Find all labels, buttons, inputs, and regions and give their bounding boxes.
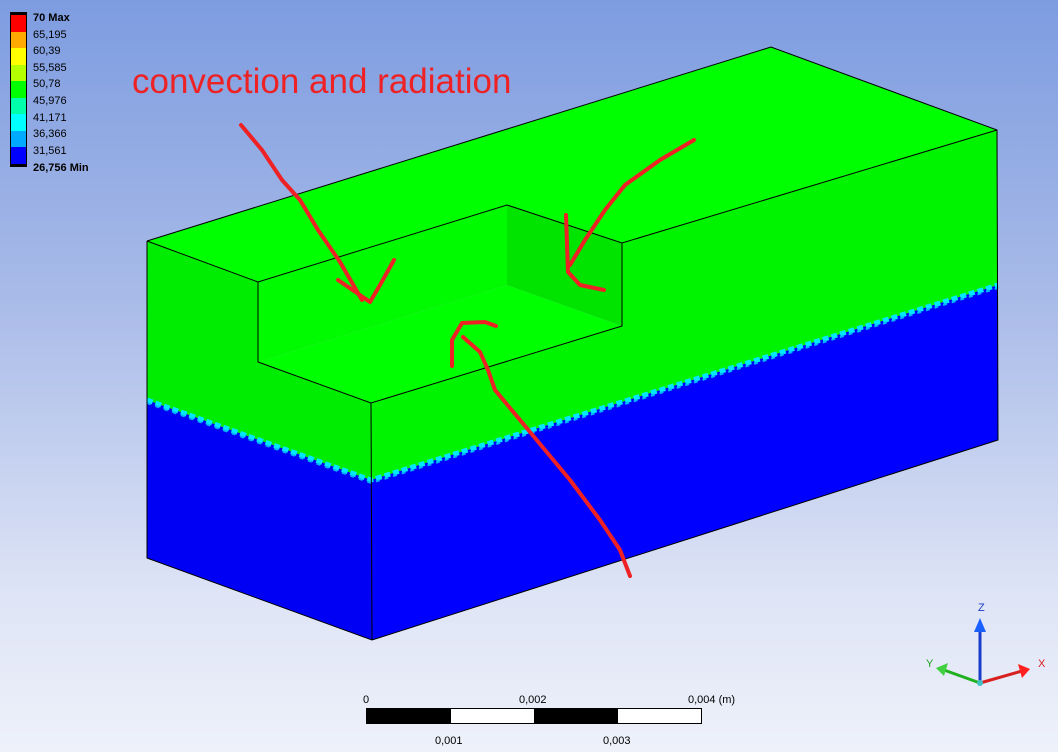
scale-label: 0,002	[519, 694, 547, 706]
arrowhead-right	[564, 213, 606, 292]
annotation-text: convection and radiation	[132, 62, 512, 101]
scale-bar	[366, 708, 702, 724]
arrowhead-conduction	[450, 320, 498, 368]
front-face-blue	[371, 285, 998, 640]
legend-band	[11, 15, 26, 32]
legend-band	[11, 114, 26, 131]
legend-label: 31,561	[33, 144, 67, 157]
scale-label: 0	[363, 694, 370, 706]
triad-x-label: X	[1038, 658, 1046, 670]
legend-color-bar	[10, 12, 27, 167]
legend-label: 60,39	[33, 45, 61, 58]
arrow-conduction	[461, 335, 632, 578]
legend-label: 55,585	[33, 61, 67, 74]
arrow-convection-right	[568, 138, 696, 267]
arrow-convection-left	[239, 123, 364, 302]
arrowhead-left	[336, 258, 396, 304]
legend-band	[11, 147, 26, 164]
left-face-blue	[147, 400, 372, 640]
scale-label: 0,004 (m)	[688, 694, 736, 706]
pocket-side-wall	[507, 205, 622, 326]
legend-label: 65,195	[33, 28, 67, 41]
pocket-floor	[258, 285, 622, 403]
scale-label: 0,001	[435, 735, 463, 747]
legend-label: 45,976	[33, 95, 67, 107]
legend-band	[11, 48, 26, 65]
model-edges	[146, 46, 999, 641]
triad-z-label: Z	[978, 602, 985, 614]
front-face-green	[371, 130, 998, 480]
legend-band	[11, 64, 26, 81]
legend-band	[11, 130, 26, 147]
legend-band	[11, 31, 26, 48]
left-face-green	[147, 241, 371, 480]
coordinate-triad: Z X Y	[926, 602, 1046, 686]
legend-band	[11, 81, 26, 98]
legend-max-label: 70 Max	[33, 12, 70, 24]
legend-label: 50,78	[33, 78, 61, 91]
triad-y-label: Y	[926, 658, 934, 670]
top-face	[147, 47, 997, 282]
legend-label: 36,366	[33, 128, 67, 141]
legend-band	[11, 97, 26, 114]
legend-label: 41,171	[33, 111, 67, 124]
scale-label: 0,003	[603, 735, 631, 747]
legend-min-label: 26,756 Min	[33, 162, 89, 174]
